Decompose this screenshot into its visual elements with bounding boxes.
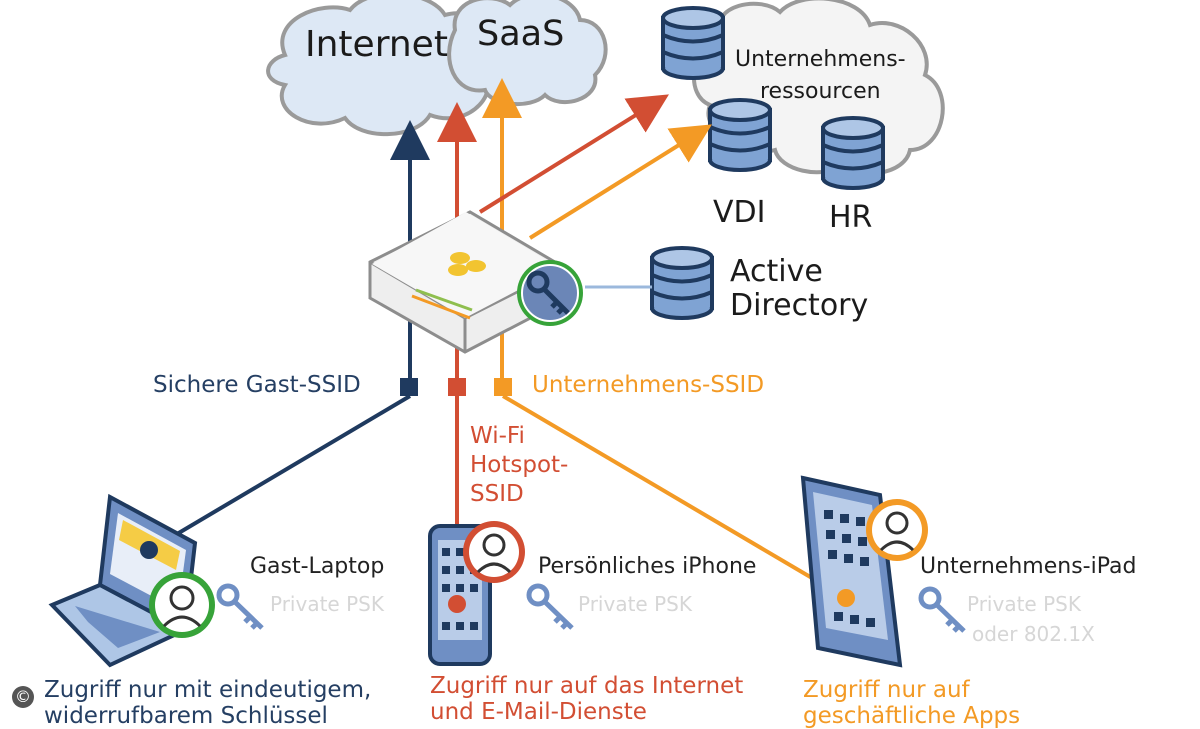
guest-ssid-marker xyxy=(400,378,418,396)
enterprise-device-line xyxy=(501,394,848,600)
hr-db-icon xyxy=(821,116,885,190)
iphone-access-text-1: Zugriff nur auf das Internet xyxy=(430,673,744,699)
iphone-key-icon xyxy=(526,583,574,630)
hotspot-ssid-label-3: SSID xyxy=(470,481,524,507)
iphone-psk-label: Private PSK xyxy=(578,592,692,616)
ipad-access-text-1: Zugriff nur auf xyxy=(803,677,970,703)
enterprise-ssid-marker xyxy=(494,378,512,396)
guest-access-text-1: Zugriff nur mit eindeutigem, xyxy=(44,677,372,703)
ap-key-badge-icon xyxy=(517,260,583,326)
red-resource-arrow xyxy=(478,94,669,214)
access-point-icon xyxy=(368,210,567,354)
ipad-user-avatar xyxy=(866,499,928,561)
hotspot-ssid-label-2: Hotspot- xyxy=(470,452,569,478)
enterprise-resources-label-1: Unternehmens- xyxy=(735,47,906,72)
saas-label: SaaS xyxy=(477,14,565,54)
iphone-user-avatar xyxy=(463,521,525,583)
copyright-badge: © xyxy=(12,686,34,708)
guest-user-avatar xyxy=(149,572,215,638)
guest-laptop-label: Gast-Laptop xyxy=(250,554,385,579)
iphone-access-text-2: und E-Mail-Dienste xyxy=(430,699,647,725)
guest-key-icon xyxy=(216,583,264,630)
enterprise-db-icon xyxy=(661,6,725,80)
hotspot-ssid-label-1: Wi-Fi xyxy=(470,423,525,449)
active-directory-db-icon xyxy=(650,246,714,320)
guest-psk-label: Private PSK xyxy=(270,592,384,616)
hotspot-ssid-marker xyxy=(448,378,466,396)
hr-label: HR xyxy=(829,200,873,235)
enterprise-resources-label-2: ressourcen xyxy=(760,79,881,104)
orange-resource-arrow xyxy=(528,124,712,240)
ipad-key-icon xyxy=(918,586,966,633)
vdi-db-icon xyxy=(708,98,772,172)
active-directory-label-2: Directory xyxy=(730,288,869,323)
ipad-psk-label-2: oder 802.1X xyxy=(972,622,1095,646)
ipad-psk-label-1: Private PSK xyxy=(967,592,1081,616)
vdi-label: VDI xyxy=(713,195,766,230)
iphone-label: Persönliches iPhone xyxy=(538,554,757,579)
ipad-access-text-2: geschäftliche Apps xyxy=(803,703,1021,729)
guest-access-text-2: widerrufbarem Schlüssel xyxy=(44,703,328,729)
active-directory-label-1: Active xyxy=(730,254,823,289)
guest-ssid-label: Sichere Gast-SSID xyxy=(153,372,361,398)
enterprise-ssid-label: Unternehmens-SSID xyxy=(532,372,765,398)
internet-label: Internet xyxy=(305,24,448,65)
ipad-label: Unternehmens-iPad xyxy=(920,554,1137,579)
guest-device-line xyxy=(148,394,412,552)
